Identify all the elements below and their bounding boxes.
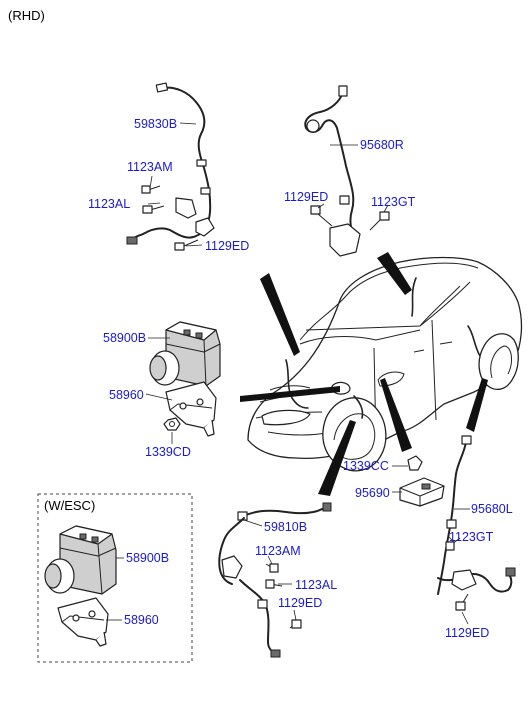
with-esc-inset: (W/ESC) (37, 493, 193, 663)
part-label-59810b[interactable]: 59810B (264, 520, 307, 534)
part-label-95680l[interactable]: 95680L (471, 502, 513, 516)
rear-right-wheel-sensor-assembly (126, 82, 215, 251)
pointer-arrow (466, 378, 488, 432)
pointer-arrow (260, 273, 300, 356)
part-label-1129ed[interactable]: 1129ED (445, 626, 489, 640)
yaw-rate-sensor (399, 455, 445, 507)
part-label-1123gt[interactable]: 1123GT (371, 195, 416, 209)
part-label-1123al[interactable]: 1123AL (88, 197, 130, 211)
front-left-wheel-speed-sensor-assembly (437, 435, 516, 611)
part-label-1129ed[interactable]: 1129ED (278, 596, 322, 610)
part-labels: 59830B 1123AM 1123AL 1129ED 95680R 1129E… (88, 117, 513, 640)
part-label-58900b[interactable]: 58900B (126, 551, 169, 565)
front-right-wheel-speed-sensor-assembly (304, 85, 390, 257)
w-esc-label: (W/ESC) (44, 498, 95, 513)
hydraulic-control-unit (149, 321, 221, 387)
part-label-1123am[interactable]: 1123AM (255, 544, 301, 558)
rhd-variant-label: (RHD) (8, 8, 45, 23)
part-label-59830b[interactable]: 59830B (134, 117, 177, 131)
part-label-1123gt[interactable]: 1123GT (449, 530, 494, 544)
part-label-1123am[interactable]: 1123AM (127, 160, 173, 174)
vehicle-illustration (247, 256, 523, 472)
pointer-arrow (318, 420, 356, 496)
part-label-58960[interactable]: 58960 (109, 388, 144, 402)
pointer-arrow (377, 252, 412, 295)
part-label-58960[interactable]: 58960 (124, 613, 159, 627)
part-label-1339cc[interactable]: 1339CC (343, 459, 389, 473)
part-label-95680r[interactable]: 95680R (360, 138, 404, 152)
rear-left-wheel-sensor-assembly (218, 502, 332, 658)
pointer-arrow (380, 378, 412, 452)
1339cd-nut (163, 417, 181, 431)
part-label-1129ed[interactable]: 1129ED (284, 190, 328, 204)
pointer-arrow (240, 386, 340, 402)
part-label-1339cd[interactable]: 1339CD (145, 445, 191, 459)
part-label-1129ed[interactable]: 1129ED (205, 239, 249, 253)
part-label-95690[interactable]: 95690 (355, 486, 390, 500)
part-label-1123al[interactable]: 1123AL (295, 578, 337, 592)
hecu-mounting-bracket (165, 381, 217, 437)
part-label-58900b[interactable]: 58900B (103, 331, 146, 345)
